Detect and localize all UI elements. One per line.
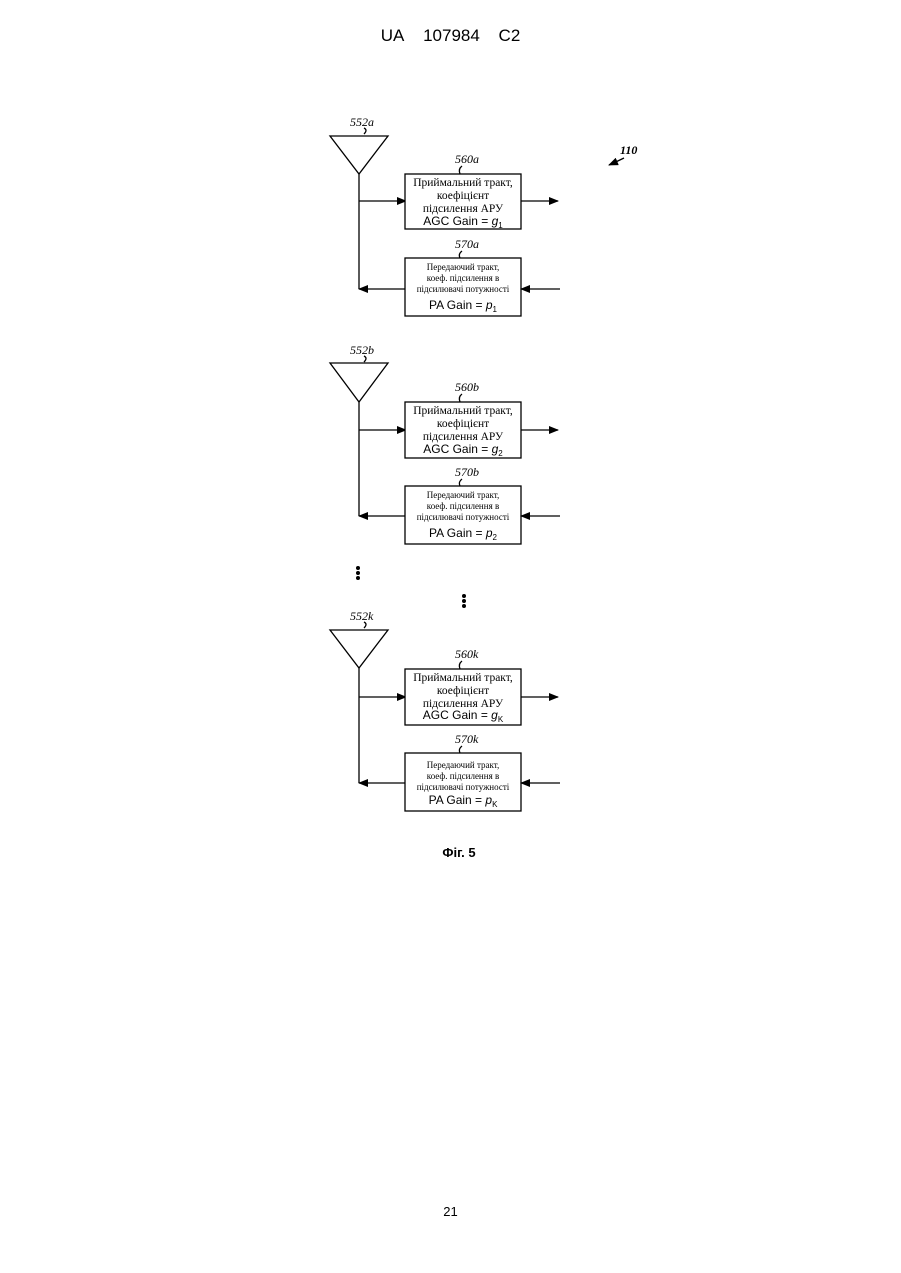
figure-ref: 110 (609, 143, 637, 165)
tx-leader (459, 746, 462, 753)
rx-gain-expression: AGC Gain = gK (423, 708, 504, 724)
rx-text-line: коефіцієнт (437, 190, 489, 202)
rx-leader (459, 394, 462, 402)
rx-text-line: Приймальний тракт, (413, 177, 513, 189)
rx-text-line: коефіцієнт (437, 418, 489, 430)
tx-text-line: підсилювачі потужності (417, 782, 510, 792)
tx-label: 570a (455, 237, 479, 251)
channel-a: 552a 560a Приймальний тракт, коефіцієнт … (330, 115, 560, 316)
figure-ref-arrow (609, 158, 624, 165)
ellipsis-dots-left (356, 566, 360, 580)
channel-k: 552k 560k Приймальний тракт, коефіцієнт … (330, 609, 560, 811)
tx-text-line: підсилювачі потужності (417, 284, 510, 294)
tx-text-line: Передаючий тракт, (427, 760, 500, 770)
antenna-label: 552b (350, 343, 374, 357)
tx-text-line: коеф. підсилення в (427, 501, 499, 511)
tx-text-line: Передаючий тракт, (427, 490, 500, 500)
antenna-leader (364, 622, 366, 628)
rx-label: 560k (455, 647, 479, 661)
tx-label: 570k (455, 732, 479, 746)
antenna-leader (364, 356, 366, 362)
rx-gain-expression: AGC Gain = g1 (423, 214, 503, 230)
ellipsis-dots-center (462, 594, 466, 608)
figure-ref-label: 110 (620, 143, 637, 157)
tx-text-line: коеф. підсилення в (427, 771, 499, 781)
rx-text-line: Приймальний тракт, (413, 672, 513, 684)
rx-label: 560b (455, 380, 479, 394)
antenna-icon (330, 136, 388, 174)
rx-text-line: Приймальний тракт, (413, 405, 513, 417)
tx-leader (459, 479, 462, 486)
tx-text-line: Передаючий тракт, (427, 262, 500, 272)
rx-gain-expression: AGC Gain = g2 (423, 442, 503, 458)
tx-gain-expression: PA Gain = p2 (429, 526, 498, 542)
rx-label: 560a (455, 152, 479, 166)
figure-caption: Фіг. 5 (442, 845, 475, 860)
antenna-leader (364, 128, 366, 134)
tx-text-line: коеф. підсилення в (427, 273, 499, 283)
tx-text-line: підсилювачі потужності (417, 512, 510, 522)
rx-leader (459, 166, 462, 174)
antenna-label: 552k (350, 609, 374, 623)
tx-label: 570b (455, 465, 479, 479)
channel-b: 552b 560b Приймальний тракт, коефіцієнт … (330, 343, 560, 544)
antenna-label: 552a (350, 115, 374, 129)
antenna-icon (330, 630, 388, 668)
rx-leader (459, 661, 462, 669)
tx-gain-expression: PA Gain = pK (429, 793, 499, 809)
page-number: 21 (0, 1204, 901, 1219)
tx-gain-expression: PA Gain = p1 (429, 298, 498, 314)
rx-text-line: коефіцієнт (437, 685, 489, 697)
tx-leader (459, 251, 462, 258)
antenna-icon (330, 363, 388, 402)
